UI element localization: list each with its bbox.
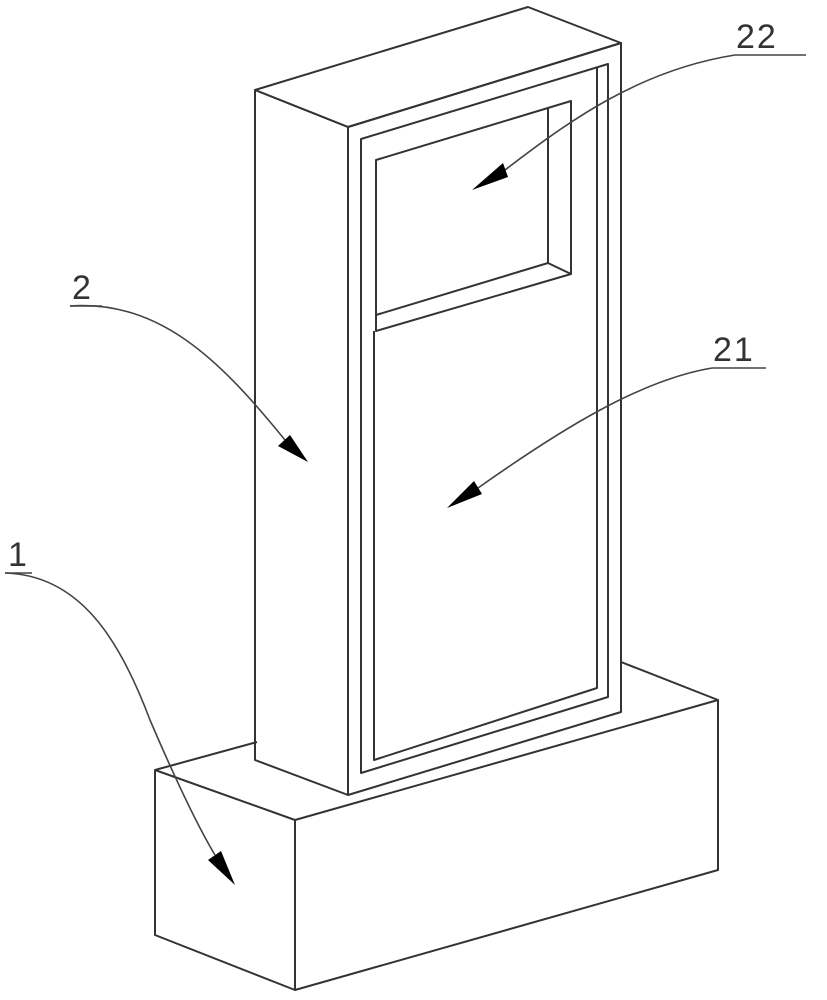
callout-2: 2 [69, 269, 308, 462]
label-2: 2 [72, 269, 93, 307]
body-side-face [254, 89, 349, 796]
base-top-back-edge-left [154, 741, 258, 771]
leader-line [4, 572, 216, 856]
display-window [375, 100, 572, 332]
arrowhead-icon [447, 481, 482, 508]
arrowhead-icon [472, 163, 508, 190]
upright-body [254, 6, 622, 796]
panel-inner-frame [373, 68, 598, 761]
leader-line [477, 367, 713, 489]
body-front-face [347, 42, 622, 796]
leader-line [504, 54, 736, 171]
label-21: 21 [713, 331, 755, 369]
label-1: 1 [8, 536, 29, 574]
base-front-face [294, 699, 719, 991]
leader-line [69, 304, 286, 441]
callout-1: 1 [4, 536, 235, 885]
base-left-face [154, 769, 296, 991]
window-recess-corner [547, 262, 572, 275]
window-recess [375, 108, 549, 316]
panel-outer-frame [360, 63, 609, 774]
callout-22: 22 [472, 18, 806, 190]
front-panel [360, 63, 609, 774]
base-block [154, 661, 719, 991]
arrowhead-icon [278, 435, 308, 462]
callout-21: 21 [447, 331, 766, 508]
arrowhead-icon [208, 851, 235, 885]
base-top-back-edge-right [620, 661, 719, 701]
body-top-face [254, 6, 622, 128]
window-outer [375, 100, 572, 332]
label-22: 22 [736, 18, 778, 56]
